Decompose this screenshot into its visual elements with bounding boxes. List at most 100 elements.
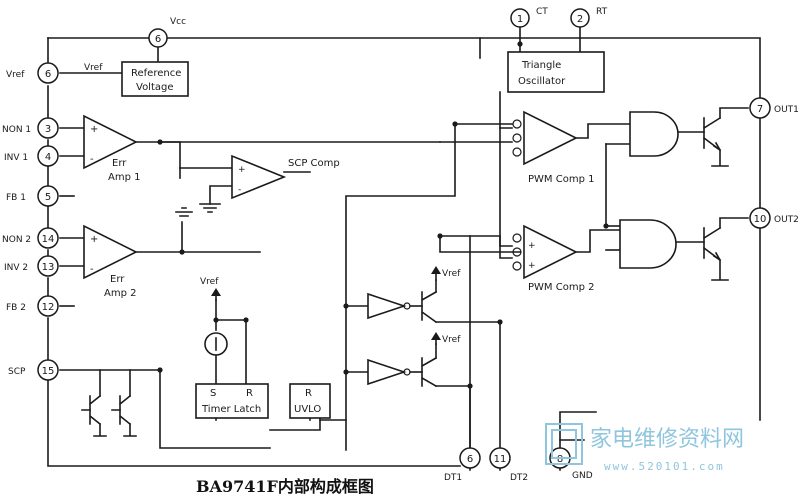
svg-text:Voltage: Voltage xyxy=(136,82,174,93)
svg-text:Err: Err xyxy=(112,158,127,169)
svg-text:INV 1: INV 1 xyxy=(4,153,28,163)
watermark-logo-icon xyxy=(545,423,583,465)
svg-text:13: 13 xyxy=(42,262,55,273)
svg-text:SCP: SCP xyxy=(8,367,26,377)
err-amp-1: + - Err Amp 1 xyxy=(83,114,140,183)
pin-vref: 6 Vref xyxy=(6,62,59,84)
svg-text:7: 7 xyxy=(757,104,763,115)
svg-text:R: R xyxy=(246,388,253,399)
watermark-url: www.520101.com xyxy=(604,460,725,473)
svg-text:CT: CT xyxy=(536,7,548,17)
triangle-oscillator-block: Triangle Oscillator xyxy=(507,51,605,93)
scp-comparator: + - SCP Comp xyxy=(231,154,340,200)
svg-text:UVLO: UVLO xyxy=(294,404,321,415)
svg-text:8: 8 xyxy=(557,454,563,465)
svg-text:+: + xyxy=(90,124,98,135)
timer-latch-block: S R Timer Latch xyxy=(195,383,269,419)
svg-text:Triangle: Triangle xyxy=(521,60,561,71)
svg-text:Vref: Vref xyxy=(442,335,461,345)
svg-text:1: 1 xyxy=(517,14,523,25)
and-gate-2 xyxy=(619,219,677,269)
svg-text:NON 2: NON 2 xyxy=(2,235,31,245)
svg-text:12: 12 xyxy=(42,302,55,313)
pin-out1: 7 OUT1 xyxy=(749,97,799,119)
svg-text:3: 3 xyxy=(45,124,51,135)
svg-text:FB 1: FB 1 xyxy=(6,193,26,203)
svg-text:6: 6 xyxy=(45,69,51,80)
svg-text:+: + xyxy=(90,234,98,245)
svg-text:Oscillator: Oscillator xyxy=(518,76,566,87)
svg-text:DT1: DT1 xyxy=(444,473,462,483)
svg-text:10: 10 xyxy=(754,214,767,225)
svg-text:R: R xyxy=(305,388,312,399)
svg-text:6: 6 xyxy=(467,454,473,465)
pin-rt: 2 RT xyxy=(570,7,608,28)
svg-text:FB 2: FB 2 xyxy=(6,303,26,313)
svg-text:PWM Comp 2: PWM Comp 2 xyxy=(528,282,594,293)
uvlo-block: R UVLO xyxy=(289,383,331,419)
current-source xyxy=(204,332,228,356)
reference-voltage-block: Reference Voltage Vref xyxy=(84,61,189,97)
svg-text:Err: Err xyxy=(110,274,125,285)
svg-text:S: S xyxy=(210,388,216,399)
svg-text:2: 2 xyxy=(577,14,583,25)
svg-text:Vref: Vref xyxy=(84,63,103,73)
junction-dots xyxy=(157,41,609,389)
pin-scp: 15 SCP xyxy=(8,359,59,381)
svg-text:+: + xyxy=(238,165,246,175)
pin-dt1: 6 DT1 xyxy=(444,447,481,483)
svg-text:+: + xyxy=(528,241,536,251)
svg-text:-: - xyxy=(238,185,241,195)
svg-text:-: - xyxy=(90,264,94,275)
svg-text:Vref: Vref xyxy=(200,277,219,287)
pin-non1: 3 NON 1 xyxy=(2,117,59,139)
svg-text:OUT1: OUT1 xyxy=(774,105,799,115)
deadtime-buffer-1 xyxy=(367,290,438,324)
svg-text:DT2: DT2 xyxy=(510,473,528,483)
wiring xyxy=(47,17,761,471)
svg-text:6: 6 xyxy=(155,34,161,45)
pin-non2: 14 NON 2 xyxy=(2,227,59,249)
scp-transistors xyxy=(81,394,132,426)
pin-out2: 10 OUT2 xyxy=(749,207,799,229)
svg-text:Timer Latch: Timer Latch xyxy=(201,404,261,415)
svg-text:Vref: Vref xyxy=(442,269,461,279)
pin-fb1: 5 FB 1 xyxy=(6,185,59,207)
pin-vcc: 6 Vcc xyxy=(148,17,186,48)
svg-text:Reference: Reference xyxy=(131,68,181,79)
pin-dt2: 11 DT2 xyxy=(489,447,528,483)
watermark-text: 家电维修资料网 xyxy=(590,427,744,452)
svg-text:NON 1: NON 1 xyxy=(2,125,31,135)
err-amp-2: + - Err Amp 2 xyxy=(83,224,138,299)
svg-text:OUT2: OUT2 xyxy=(774,215,799,225)
svg-text:4: 4 xyxy=(45,152,51,163)
svg-text:5: 5 xyxy=(45,192,51,203)
pin-inv1: 4 INV 1 xyxy=(4,145,59,167)
watermark: 家电维修资料网 www.520101.com xyxy=(545,423,744,473)
pwm-comparator-2: + + PWM Comp 2 xyxy=(512,224,594,293)
pin-ct: 1 CT xyxy=(510,7,548,28)
svg-text:Amp 2: Amp 2 xyxy=(104,288,136,299)
svg-text:11: 11 xyxy=(494,454,507,465)
svg-text:+: + xyxy=(528,261,536,271)
diagram-caption: BA9741F内部构成框图 xyxy=(196,477,374,496)
vref-arrows: Vref Vref Vref xyxy=(200,266,461,345)
pin-inv2: 13 INV 2 xyxy=(4,255,59,277)
and-gate-1 xyxy=(629,111,679,157)
svg-text:INV 2: INV 2 xyxy=(4,263,28,273)
svg-text:Vcc: Vcc xyxy=(170,17,186,27)
svg-text:RT: RT xyxy=(596,7,608,17)
svg-text:PWM Comp 1: PWM Comp 1 xyxy=(528,174,594,185)
svg-text:GND: GND xyxy=(572,471,593,481)
svg-text:Amp 1: Amp 1 xyxy=(108,172,140,183)
svg-text:Vref: Vref xyxy=(6,70,25,80)
output-transistor-1 xyxy=(702,116,722,152)
deadtime-buffer-2 xyxy=(367,356,438,388)
svg-text:SCP Comp: SCP Comp xyxy=(288,158,340,169)
output-transistor-2 xyxy=(702,226,722,262)
pin-fb2: 12 FB 2 xyxy=(6,295,59,317)
svg-text:15: 15 xyxy=(42,366,55,377)
svg-text:14: 14 xyxy=(42,234,55,245)
pwm-comparator-1: PWM Comp 1 xyxy=(512,110,594,185)
